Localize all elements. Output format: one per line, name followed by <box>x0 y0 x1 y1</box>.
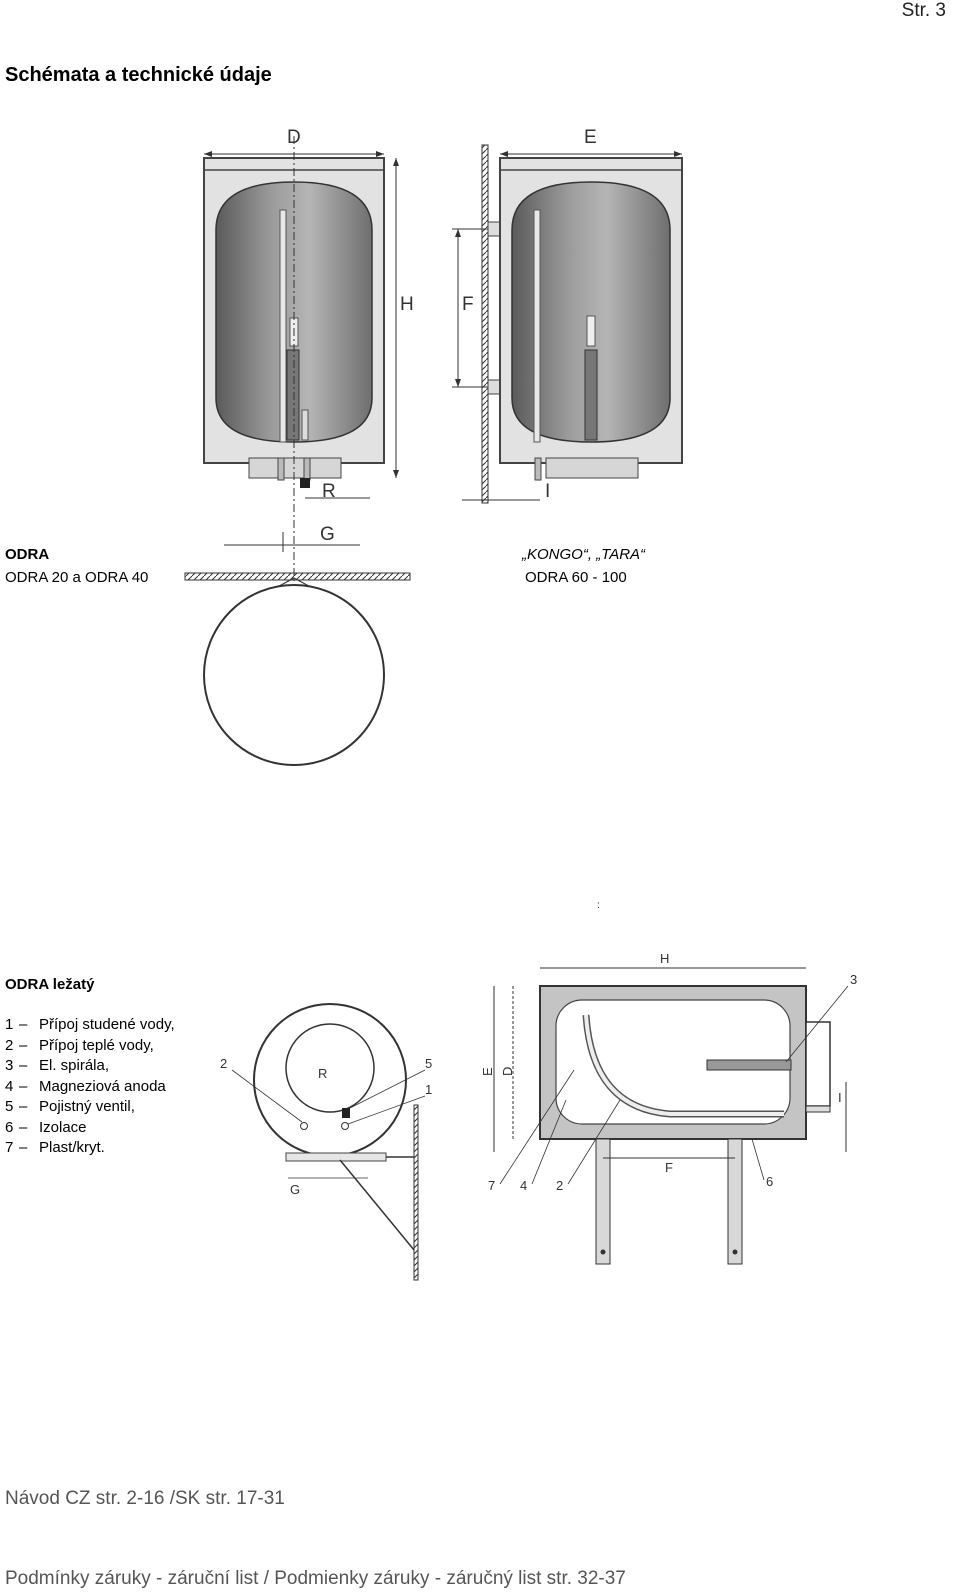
model-left-sub: ODRA 20 a ODRA 40 <box>5 569 149 586</box>
side-label-5: 5 <box>425 1056 432 1071</box>
footer-warranty-pages: Podmínky záruky - záruční list / Podmien… <box>5 1568 626 1589</box>
front-label-2: 2 <box>556 1178 563 1193</box>
legend-item: 4–Magneziová anoda <box>5 1077 166 1095</box>
vertical-heater-left: D H R G <box>184 127 414 766</box>
side-label-g: G <box>290 1182 300 1197</box>
side-label-r: R <box>318 1066 327 1081</box>
stray-mark: : <box>597 900 600 911</box>
dim-label-r: R <box>322 481 336 502</box>
dim-label-e: E <box>584 127 597 148</box>
legend-item: 6–Izolace <box>5 1118 87 1136</box>
legend: 1–Přípoj studené vody, 2–Přípoj teplé vo… <box>5 1015 175 1159</box>
dim-label-g: G <box>320 524 335 545</box>
front-label-3: 3 <box>850 972 857 987</box>
front-label-i: I <box>838 1090 842 1105</box>
legend-item: 3–El. spirála, <box>5 1057 110 1074</box>
page-title: Schémata a technické údaje <box>5 64 272 86</box>
side-label-2: 2 <box>220 1056 227 1071</box>
legend-item: 7–Plast/kryt. <box>5 1139 105 1156</box>
vertical-heater-right: E F I <box>452 127 683 504</box>
front-label-h: H <box>660 951 669 966</box>
side-label-1: 1 <box>425 1082 432 1097</box>
front-label-d: D <box>500 1067 515 1076</box>
page-number: Str. 3 <box>901 0 946 21</box>
horizontal-title: ODRA ležatý <box>5 976 95 993</box>
legend-item: 2–Přípoj teplé vody, <box>5 1036 154 1054</box>
front-label-f: F <box>665 1160 673 1175</box>
model-left-name: ODRA <box>5 546 50 563</box>
legend-item: 1–Přípoj studené vody, <box>5 1016 175 1033</box>
footer-manual-pages: Návod CZ str. 2-16 /SK str. 17-31 <box>5 1488 285 1509</box>
legend-item: 5–Pojistný ventil, <box>5 1098 135 1115</box>
front-label-4: 4 <box>520 1178 527 1193</box>
dim-label-i: I <box>545 481 550 502</box>
horizontal-heater-front-view: H E D F I 3 7 4 2 6 <box>480 951 857 1265</box>
model-right-sub: ODRA 60 - 100 <box>525 569 627 586</box>
front-label-7: 7 <box>488 1178 495 1193</box>
dim-label-d: D <box>287 127 301 148</box>
dim-label-f: F <box>462 294 474 315</box>
horizontal-heater-side-view: R 2 5 1 G <box>220 1003 432 1281</box>
front-label-6: 6 <box>766 1174 773 1189</box>
dim-label-h: H <box>400 294 414 315</box>
model-right-name: „KONGO“, „TARA“ <box>522 546 646 563</box>
front-label-e: E <box>480 1067 495 1076</box>
